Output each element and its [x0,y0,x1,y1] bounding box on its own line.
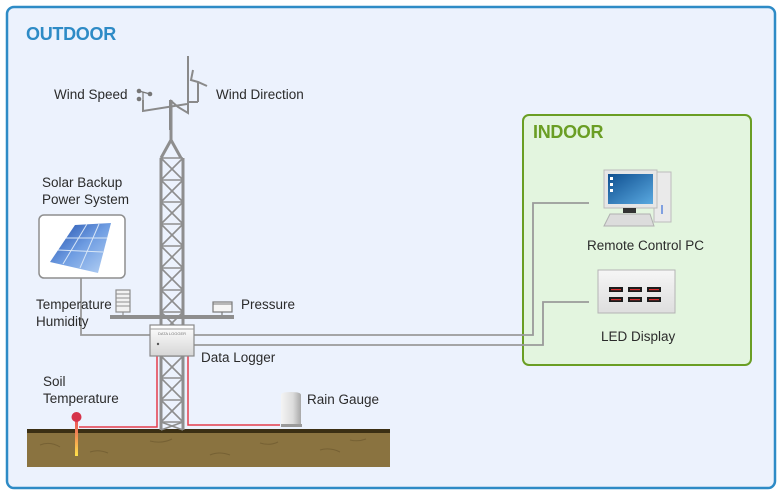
led-digits [649,289,659,291]
remote-pc-label: Remote Control PC [587,238,705,253]
led-display-icon [597,269,676,314]
data-logger-icon [149,324,195,357]
lattice-strut [160,179,184,203]
cross-arm [110,315,234,319]
lattice-strut [160,223,184,247]
rain-gauge-icon [281,392,302,427]
thermo-hygro-sensor-icon [115,289,131,315]
led-digits [649,299,659,301]
outdoor-zone-title: OUTDOOR [26,24,116,44]
remote-pc-icon [603,169,672,227]
solar-label-line2: Power System [42,192,130,207]
lattice-strut [160,157,184,181]
led-digits [611,289,621,291]
soil-temperature-probe-icon [71,412,82,456]
lattice-strut [160,355,184,379]
data-logger-label: Data Logger [201,350,276,365]
wind-instruments [142,56,208,130]
indoor-zone-title: INDOOR [533,122,604,142]
lattice-strut [160,201,184,225]
led-display-label: LED Display [601,329,676,344]
wind-direction-label: Wind Direction [216,87,304,102]
lattice-strut [160,245,184,269]
signal-wires [80,202,589,346]
anemometer-icon [136,88,153,102]
wind-speed-label: Wind Speed [54,87,128,102]
temperature-label: Temperature [36,297,112,312]
rain-gauge-label: Rain Gauge [307,392,380,407]
solar-label-line1: Solar Backup [42,175,123,190]
soil-label-line2: Temperature [43,391,119,406]
led-digits [611,299,621,301]
lattice-strut [160,289,184,313]
lattice-strut [160,267,184,291]
data-logger-plate: DATA LOGGER [157,331,187,336]
pressure-sensor-icon [212,301,233,315]
soil-label-line1: Soil [43,374,66,389]
led-cells [609,287,661,302]
power-wires [79,356,280,428]
lattice-strut [160,377,184,401]
humidity-label: Humidity [36,314,89,329]
led-digits [630,289,640,291]
solar-panel-icon [38,214,126,279]
ground [27,429,390,467]
lattice-strut [160,421,184,431]
led-digits [630,299,640,301]
lattice-strut [160,399,184,423]
pressure-label: Pressure [241,297,296,312]
